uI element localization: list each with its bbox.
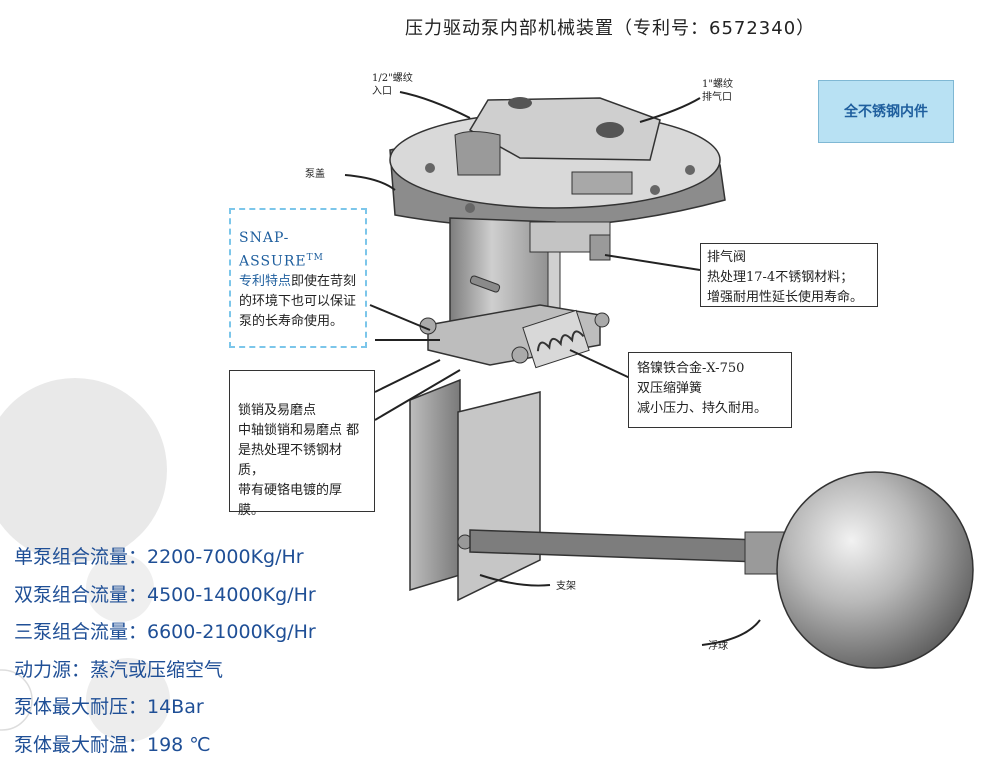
bracket <box>410 380 540 600</box>
pump-cover-label: 泵盖 <box>305 168 325 181</box>
stainless-internals-box: 全不锈钢内件 <box>818 80 954 143</box>
inlet-label: 1/2"螺纹入口 <box>372 72 413 98</box>
spec-max-pressure: 泵体最大耐压：14Bar <box>14 689 316 727</box>
float-label: 浮球 <box>708 640 728 653</box>
spec-double-pump-flow: 双泵组合流量：4500-14000Kg/Hr <box>14 577 316 615</box>
spec-list: 单泵组合流量：2200-7000Kg/Hr 双泵组合流量：4500-14000K… <box>14 539 316 764</box>
pin-wear-point-box: 锁销及易磨点 中轴锁销和易磨点 都 是热处理不锈钢材质， 带有硬铬电镀的厚膜。 <box>229 370 375 512</box>
snap-assure-accent: 专利特点 <box>239 274 291 289</box>
trademark-mark: TM <box>307 253 324 263</box>
snap-assure-text-1: 即使在苛刻 <box>291 274 356 289</box>
snap-assure-text-3: 泵的长寿命使用。 <box>239 312 357 332</box>
float-ball <box>777 472 973 668</box>
exhaust-label: 1"螺纹排气口 <box>702 78 733 104</box>
spec-max-temperature: 泵体最大耐温：198 ℃ <box>14 727 316 764</box>
inlet-port <box>508 97 532 109</box>
spec-single-pump-flow: 单泵组合流量：2200-7000Kg/Hr <box>14 539 316 577</box>
snap-assure-box: SNAP-ASSURETM 专利特点即使在苛刻 的环境下也可以保证 泵的长寿命使… <box>229 208 367 348</box>
exhaust-valve-box: 排气阀 热处理17-4不锈钢材料； 增强耐用性延长使用寿命。 <box>700 243 878 307</box>
float-assembly <box>470 472 973 668</box>
exhaust-port <box>596 122 624 138</box>
snap-assure-text-2: 的环境下也可以保证 <box>239 292 357 312</box>
spring-mechanism <box>420 305 609 368</box>
spec-triple-pump-flow: 三泵组合流量：6600-21000Kg/Hr <box>14 614 316 652</box>
spec-power-source: 动力源：蒸汽或压缩空气 <box>14 652 316 690</box>
snap-assure-name: SNAP-ASSURE <box>239 230 307 270</box>
spring-box: 铬镍铁合金-X-750 双压缩弹簧 减小压力、持久耐用。 <box>628 352 792 428</box>
bracket-label: 支架 <box>556 580 576 593</box>
